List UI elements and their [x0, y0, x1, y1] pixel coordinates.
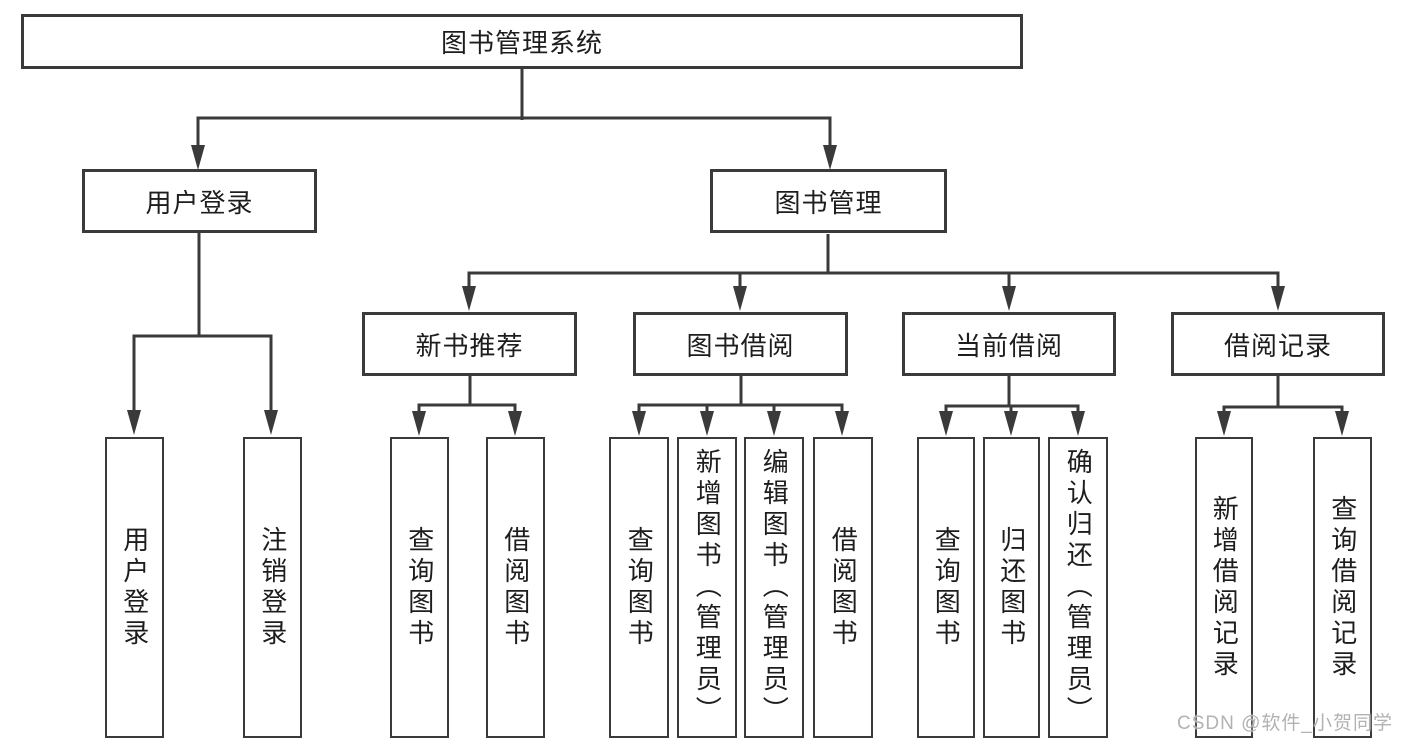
node-book-management: 图书管理 — [710, 169, 947, 233]
leaf-bb-borrow-book: 借阅图书 — [813, 437, 873, 738]
connector — [738, 273, 1011, 290]
connector — [467, 271, 1280, 290]
leaf-bb-edit-book-admin: 编辑图书（管理员） — [744, 437, 804, 738]
arrow-down-icon — [939, 411, 953, 436]
arrow-down-icon — [733, 286, 747, 311]
leaf-bb-add-book-admin: 新增图书（管理员） — [677, 437, 737, 738]
node-current-borrow: 当前借阅 — [902, 312, 1116, 376]
arrow-down-icon — [462, 286, 476, 311]
arrow-down-icon — [700, 411, 714, 436]
arrow-down-icon — [264, 410, 278, 435]
csdn-watermark: CSDN @软件_小贺同学 — [1177, 713, 1393, 734]
node-book-borrow: 图书借阅 — [633, 312, 848, 376]
leaf-cb-confirm-return-admin: 确认归还（管理员） — [1048, 437, 1108, 738]
arrow-down-icon — [767, 411, 781, 436]
connector — [417, 403, 517, 415]
leaf-rec-query-book: 查询图书 — [390, 437, 449, 738]
leaf-bb-query-book: 查询图书 — [609, 437, 669, 738]
node-new-book-recommend: 新书推荐 — [362, 312, 577, 376]
arrow-down-icon — [191, 145, 205, 170]
connector — [132, 334, 273, 414]
connector — [196, 116, 832, 150]
arrow-down-icon — [1217, 411, 1231, 436]
arrow-down-icon — [127, 410, 141, 435]
connector — [637, 403, 844, 415]
leaf-br-query-record: 查询借阅记录 — [1313, 437, 1372, 738]
leaf-cb-return-book: 归还图书 — [983, 437, 1040, 738]
arrow-down-icon — [1271, 286, 1285, 311]
arrow-down-icon — [412, 411, 426, 436]
leaf-cb-query-book: 查询图书 — [917, 437, 975, 738]
arrow-down-icon — [823, 145, 837, 170]
leaf-br-add-record: 新增借阅记录 — [1195, 437, 1253, 738]
node-library-management-system: 图书管理系统 — [21, 14, 1023, 69]
leaf-logout: 注销登录 — [243, 437, 302, 738]
arrow-down-icon — [1004, 411, 1018, 436]
arrow-down-icon — [508, 411, 522, 436]
arrow-down-icon — [632, 411, 646, 436]
leaf-user-login: 用户登录 — [105, 437, 164, 738]
arrow-down-icon — [1335, 411, 1349, 436]
leaf-rec-borrow-book: 借阅图书 — [486, 437, 545, 738]
arrow-down-icon — [1071, 411, 1085, 436]
connector — [1222, 405, 1344, 415]
arrowheads — [127, 145, 1349, 436]
arrow-down-icon — [835, 411, 849, 436]
node-user-login: 用户登录 — [82, 169, 317, 233]
node-borrow-record: 借阅记录 — [1171, 312, 1385, 376]
arrow-down-icon — [1002, 286, 1016, 311]
